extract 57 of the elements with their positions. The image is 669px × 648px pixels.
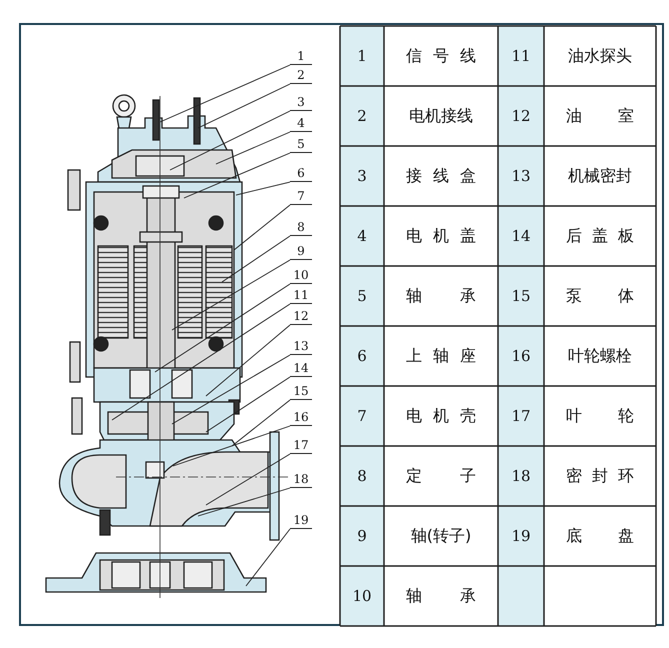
callout-number: 8: [290, 219, 312, 236]
leader-line: [198, 84, 290, 128]
leader-line: [154, 284, 290, 372]
leader-line: [172, 260, 290, 330]
item-number-cell: 9: [340, 506, 384, 566]
item-number-cell: 4: [340, 206, 384, 266]
callout-number: 3: [290, 94, 312, 111]
item-number-cell: 12: [498, 86, 544, 146]
leader-line: [206, 454, 290, 506]
item-number-cell: 17: [498, 386, 544, 446]
item-number-cell: 3: [340, 146, 384, 206]
leader-line: [206, 376, 290, 432]
callout-number: 13: [290, 338, 312, 355]
callout-number: 15: [290, 383, 312, 400]
leader-line: [222, 236, 290, 282]
item-number-cell: 1: [340, 26, 384, 86]
callout-number: 19: [290, 512, 312, 529]
callout-number: 10: [290, 267, 312, 284]
leader-line: [216, 132, 290, 164]
item-number-cell: 15: [498, 266, 544, 326]
item-number-cell: 5: [340, 266, 384, 326]
item-number-cell: 19: [498, 506, 544, 566]
callout-number: 6: [290, 165, 312, 182]
item-number-cell: 13: [498, 146, 544, 206]
leader-line: [172, 354, 290, 424]
callout-number: 1: [290, 48, 312, 65]
callout-number: 5: [290, 136, 312, 153]
leader-line: [172, 426, 290, 466]
leader-line: [246, 528, 290, 586]
item-number-cell: 11: [498, 26, 544, 86]
item-number-cell: 10: [340, 566, 384, 626]
leader-line: [232, 400, 290, 446]
leader-line: [234, 204, 290, 250]
leader-line: [160, 64, 290, 122]
item-number-cell: 14: [498, 206, 544, 266]
item-number-cell: 2: [340, 86, 384, 146]
leader-line: [112, 304, 290, 420]
item-number-cell: 16: [498, 326, 544, 386]
leader-line: [236, 182, 290, 196]
item-number-cell: 7: [340, 386, 384, 446]
leader-line: [206, 324, 290, 396]
callout-number: 11: [290, 287, 312, 304]
callout-number: 14: [290, 360, 312, 377]
callout-number: 17: [290, 437, 312, 454]
callout-number: 18: [290, 471, 312, 488]
callout-number: 9: [290, 243, 312, 260]
callout-number: 16: [290, 409, 312, 426]
callout-number: 2: [290, 67, 312, 84]
leader-line: [184, 152, 290, 198]
callout-number: 4: [290, 115, 312, 132]
item-number-cell: 18: [498, 446, 544, 506]
callout-number: 12: [290, 308, 312, 325]
leader-line: [170, 110, 290, 170]
item-number-cell: 8: [340, 446, 384, 506]
callout-number: 7: [290, 188, 312, 205]
item-number-cell: 6: [340, 326, 384, 386]
leader-line: [198, 488, 290, 516]
